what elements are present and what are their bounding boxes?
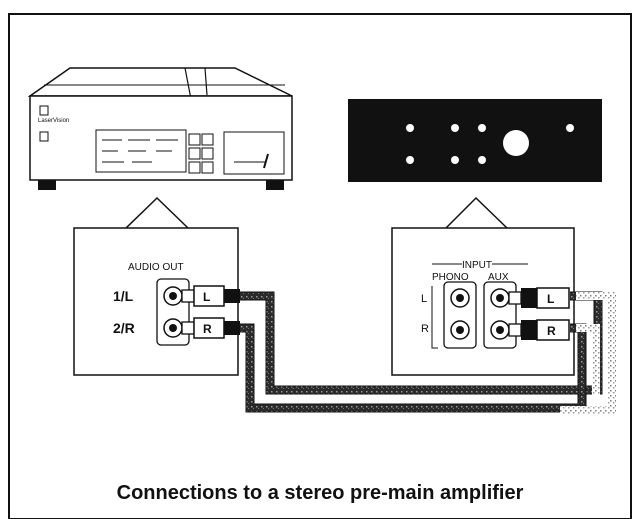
phono-label: PHONO	[432, 272, 469, 283]
amp-plug-label-right: R	[547, 324, 556, 338]
outer-frame	[8, 13, 632, 519]
channel-1-label: 1/L	[113, 288, 134, 304]
aux-label: AUX	[488, 272, 509, 283]
amplifier-rear-panel	[348, 99, 602, 182]
amp-right-label: R	[421, 323, 429, 335]
channel-2-label: 2/R	[113, 320, 135, 336]
amp-plug-left: L	[508, 287, 570, 309]
diagram-caption: Connections to a stereo pre-main amplifi…	[116, 482, 524, 504]
amp-plug-right: R	[508, 319, 570, 341]
input-label: INPUT	[462, 260, 492, 271]
audio-cables	[240, 291, 616, 414]
plug-label-left: L	[203, 290, 210, 304]
player-plug-left: L	[181, 285, 240, 307]
plug-label-right: R	[203, 322, 212, 336]
amp-plug-label-left: L	[547, 292, 554, 306]
player-brand-text: LaserVision	[38, 118, 69, 124]
amp-left-label: L	[421, 293, 427, 305]
player-plug-right: R	[181, 317, 240, 339]
laserdisc-player: LaserVision	[27, 67, 293, 190]
zoom-callout-lines	[125, 196, 508, 229]
audio-out-label: AUDIO OUT	[128, 262, 184, 273]
